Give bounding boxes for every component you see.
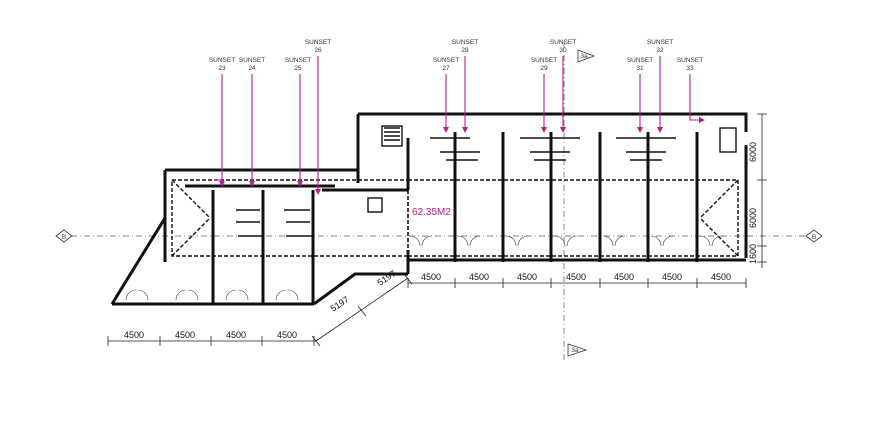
svg-text:4500: 4500: [226, 330, 246, 340]
svg-text:B: B: [812, 234, 816, 241]
svg-text:4500: 4500: [277, 330, 297, 340]
svg-text:27: 27: [442, 65, 450, 72]
svg-text:29: 29: [540, 65, 548, 72]
svg-text:SUNSET: SUNSET: [452, 39, 478, 46]
svg-text:3a: 3a: [580, 53, 588, 60]
svg-text:31: 31: [636, 65, 644, 72]
svg-text:26: 26: [314, 47, 322, 54]
leader-arrow-23: [214, 74, 223, 181]
grid-marker-right: B: [805, 229, 823, 243]
svg-text:4500: 4500: [175, 330, 195, 340]
svg-text:SUNSET: SUNSET: [209, 57, 235, 64]
svg-text:1600: 1600: [748, 244, 758, 264]
svg-text:3a: 3a: [571, 347, 579, 354]
grid-marker-left: B: [55, 229, 73, 243]
unit-leader-arrows: [214, 56, 705, 195]
area-label: 62.35M2: [412, 207, 451, 218]
leader-arrow-33: [689, 74, 702, 121]
svg-text:4500: 4500: [614, 272, 634, 282]
svg-text:SUNSET: SUNSET: [647, 39, 673, 46]
roof-outline: [171, 179, 739, 257]
svg-text:4500: 4500: [566, 272, 586, 282]
dimensions-diagonal: 5197 5197: [311, 268, 413, 347]
grid-marker-top: 3a: [577, 49, 596, 63]
svg-text:SUNSET: SUNSET: [550, 39, 576, 46]
svg-text:5197: 5197: [329, 294, 351, 313]
dimensions-bottom-left: 4500 4500 4500 4500: [107, 330, 316, 346]
svg-text:24: 24: [248, 65, 256, 72]
svg-text:SUNSET: SUNSET: [433, 57, 459, 64]
grid-marker-bottom: 3a: [567, 343, 588, 357]
party-walls-left: [185, 184, 383, 304]
svg-text:4500: 4500: [517, 272, 537, 282]
svg-text:6000: 6000: [748, 208, 758, 228]
svg-text:30: 30: [559, 47, 567, 54]
dimensions-right: 6000 6000 1600: [748, 113, 767, 268]
svg-text:6000: 6000: [748, 142, 758, 162]
dimensions-bottom-right: 4500 4500 4500 4500 4500 4500 4500: [407, 272, 747, 288]
svg-text:5197: 5197: [376, 268, 398, 287]
svg-text:33: 33: [686, 65, 694, 72]
svg-text:SUNSET: SUNSET: [305, 39, 331, 46]
door-openings: [125, 235, 723, 301]
party-walls-right: [430, 127, 737, 262]
svg-text:SUNSET: SUNSET: [627, 57, 653, 64]
svg-text:SUNSET: SUNSET: [531, 57, 557, 64]
svg-text:SUNSET: SUNSET: [239, 57, 265, 64]
svg-text:B: B: [62, 234, 66, 241]
svg-text:23: 23: [218, 65, 226, 72]
svg-text:4500: 4500: [421, 272, 441, 282]
svg-text:4500: 4500: [469, 272, 489, 282]
svg-text:25: 25: [294, 65, 302, 72]
svg-text:4500: 4500: [124, 330, 144, 340]
svg-text:28: 28: [461, 47, 469, 54]
svg-text:4500: 4500: [662, 272, 682, 282]
svg-text:SUNSET: SUNSET: [285, 57, 311, 64]
svg-text:SUNSET: SUNSET: [677, 57, 703, 64]
svg-text:32: 32: [656, 47, 664, 54]
svg-text:4500: 4500: [711, 272, 731, 282]
